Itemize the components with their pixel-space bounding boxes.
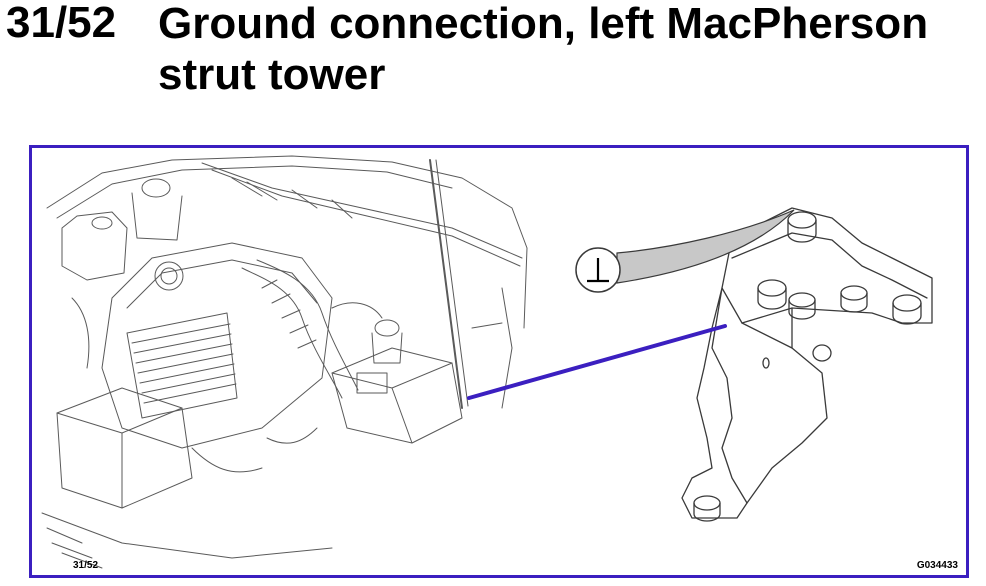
brake-fluid-reservoir (374, 319, 400, 337)
figure-number: 31/52 (73, 560, 99, 571)
hood-inner-edge (56, 165, 453, 219)
oil-filler-cap (154, 261, 184, 291)
washer-reservoir (61, 211, 128, 281)
page-number: 31/52 (6, 0, 117, 47)
ground-callout-wedge (616, 209, 795, 284)
coolant-reservoir-cap (141, 178, 171, 198)
strut-bracket-arm (681, 287, 748, 519)
air-filter-box (56, 387, 193, 509)
hood-outline (46, 155, 528, 329)
bolt-row-3 (840, 285, 868, 313)
ground-symbol-icon (587, 258, 609, 283)
bolt-bottom (693, 495, 721, 522)
hood-strut (429, 159, 463, 409)
bolt-row-4 (892, 294, 922, 325)
page-title: Ground connection, left MacPherson strut… (158, 0, 929, 99)
intake-manifold (126, 312, 238, 419)
engine-cover (101, 242, 333, 449)
engine-bay-illustration (41, 155, 933, 569)
intake-pipe (241, 267, 343, 399)
cowl-panel (201, 162, 523, 259)
battery-box (331, 347, 463, 444)
page-header: 31/52 Ground connection, left MacPherson… (6, 0, 981, 108)
front-grille (41, 512, 333, 559)
bolt-top (787, 211, 817, 243)
bolt-row-2 (788, 292, 816, 320)
figure-code: G034433 (916, 560, 958, 571)
figure-frame: 31/52 G034433 (29, 145, 969, 578)
leader-line (467, 324, 727, 400)
bolt-row-1 (757, 279, 787, 310)
